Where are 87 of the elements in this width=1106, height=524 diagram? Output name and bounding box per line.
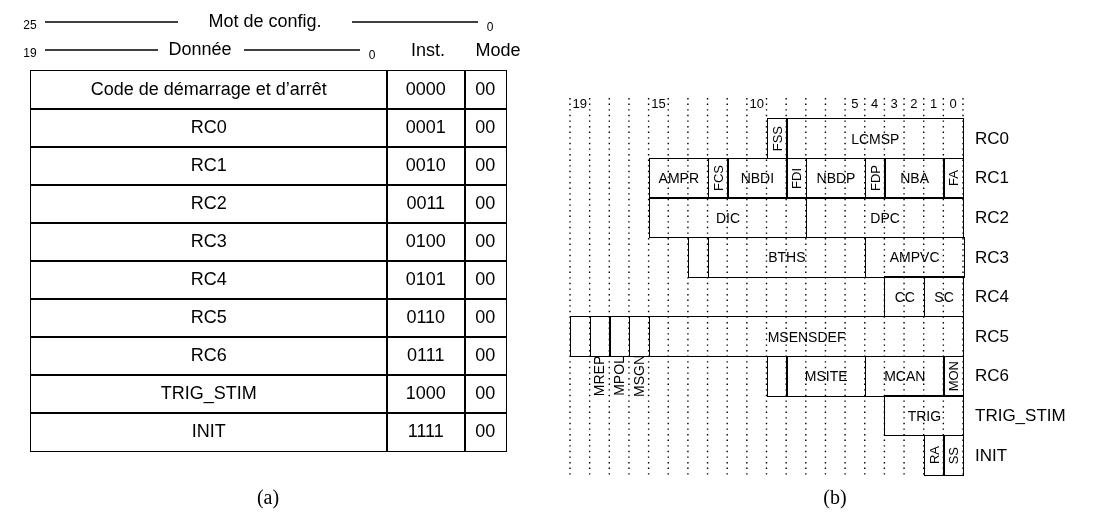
register-name: RC5 — [975, 327, 1009, 345]
bit-field: TRIG — [884, 395, 965, 437]
bit-field: MSITE — [786, 355, 867, 397]
header-text: Mot de config. — [208, 12, 322, 30]
bit-field: FCS — [707, 157, 729, 199]
table-cell: 0001 — [386, 108, 466, 148]
table-cell: INIT — [30, 412, 388, 452]
table-cell: RC0 — [30, 108, 388, 148]
bit-field: FDI — [786, 157, 808, 199]
table-cell: 1111 — [386, 412, 466, 452]
table-cell: 00 — [464, 70, 507, 110]
bit-field: FDP — [864, 157, 886, 199]
bit-number: 4 — [870, 96, 879, 110]
register-name: RC0 — [975, 129, 1009, 147]
table-cell: 00 — [464, 336, 507, 376]
empty-bit-field — [589, 316, 611, 358]
bit-field: FA — [943, 157, 965, 199]
table-cell: 00 — [464, 412, 507, 452]
table-cell: 0101 — [386, 260, 466, 300]
table-cell: RC6 — [30, 336, 388, 376]
empty-bit-field — [570, 316, 592, 358]
bit-number: 19 — [572, 96, 588, 110]
bit-field: SS — [943, 434, 965, 476]
table-cell: 00 — [464, 222, 507, 262]
register-name: RC2 — [975, 208, 1009, 226]
table-cell: 00 — [464, 260, 507, 300]
register-name: RC3 — [975, 248, 1009, 266]
table-cell: RC5 — [30, 298, 388, 338]
column-header: Inst. — [411, 41, 445, 59]
bit-field: AMPR — [648, 157, 710, 199]
table-cell: 0010 — [386, 146, 466, 186]
table-cell: 0011 — [386, 184, 466, 224]
table-cell: 1000 — [386, 374, 466, 414]
caption: (a) — [256, 487, 280, 507]
column-header: Mode — [475, 41, 521, 59]
bit-number: 5 — [851, 96, 859, 110]
register-name: RC1 — [975, 168, 1009, 186]
table-cell: RC4 — [30, 260, 388, 300]
register-name: INIT — [975, 446, 1008, 464]
register-name: RC6 — [975, 366, 1009, 384]
bit-field: DIC — [648, 197, 808, 239]
table-cell: 0100 — [386, 222, 466, 262]
bit-number: 0 — [949, 96, 957, 110]
bit-number: 2 — [910, 96, 918, 110]
table-cell: 00 — [464, 374, 507, 414]
bit-number: 0 — [486, 21, 494, 33]
table-cell: 00 — [464, 184, 507, 224]
bit-field: RA — [923, 434, 945, 476]
table-cell: 00 — [464, 298, 507, 338]
bit-field: AMPVC — [864, 236, 965, 278]
bit-field: LCMSP — [786, 118, 965, 160]
register-name: TRIG_STIM — [975, 406, 1066, 424]
table-cell: 00 — [464, 146, 507, 186]
bit-field: DPC — [805, 197, 965, 239]
empty-bit-field — [609, 316, 631, 358]
field-name: MREP — [592, 355, 607, 397]
bit-field: MSENSDEF — [648, 316, 965, 358]
caption: (b) — [823, 487, 847, 507]
table-cell: 0111 — [386, 336, 466, 376]
table-cell: RC3 — [30, 222, 388, 262]
bit-field: NBA — [884, 157, 945, 199]
bit-field: MON — [943, 355, 965, 397]
bit-number: 25 — [23, 19, 37, 31]
bit-number: 1 — [929, 96, 938, 110]
bit-field: FSS — [766, 118, 788, 160]
bit-number: 15 — [651, 96, 666, 110]
table-cell: 0110 — [386, 298, 466, 338]
table-cell: RC1 — [30, 146, 388, 186]
empty-bit-field — [766, 355, 788, 397]
bit-field: MCAN — [864, 355, 945, 397]
table-cell: TRIG_STIM — [30, 374, 388, 414]
bit-number: 19 — [23, 47, 37, 59]
header-text: Donnée — [168, 40, 232, 58]
table-cell: 0000 — [386, 70, 466, 110]
empty-bit-field — [687, 236, 710, 278]
table-cell: 00 — [464, 108, 507, 148]
bit-field: NBDI — [727, 157, 788, 199]
table-cell: RC2 — [30, 184, 388, 224]
bit-field: SC — [923, 276, 965, 318]
bit-number: 0 — [368, 49, 376, 61]
empty-bit-field — [628, 316, 651, 358]
bit-number: 10 — [749, 96, 764, 110]
register-name: RC4 — [975, 287, 1009, 305]
bit-number: 3 — [890, 96, 898, 110]
bit-field: CC — [884, 276, 926, 318]
field-name: MPOL — [612, 356, 627, 396]
table-cell: Code de démarrage et d’arrêt — [30, 70, 388, 110]
